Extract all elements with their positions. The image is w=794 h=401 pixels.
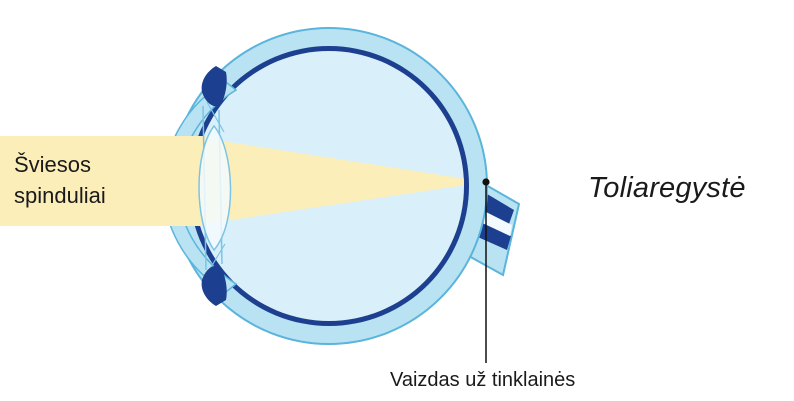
image-position-label: Vaizdas už tinklainės [390, 369, 575, 392]
condition-title: Toliaregystė [588, 172, 746, 205]
light-rays-label-line1: Šviesos [14, 149, 106, 180]
light-rays-label: Šviesos spinduliai [14, 149, 106, 211]
light-rays-label-line2: spinduliai [14, 180, 106, 211]
